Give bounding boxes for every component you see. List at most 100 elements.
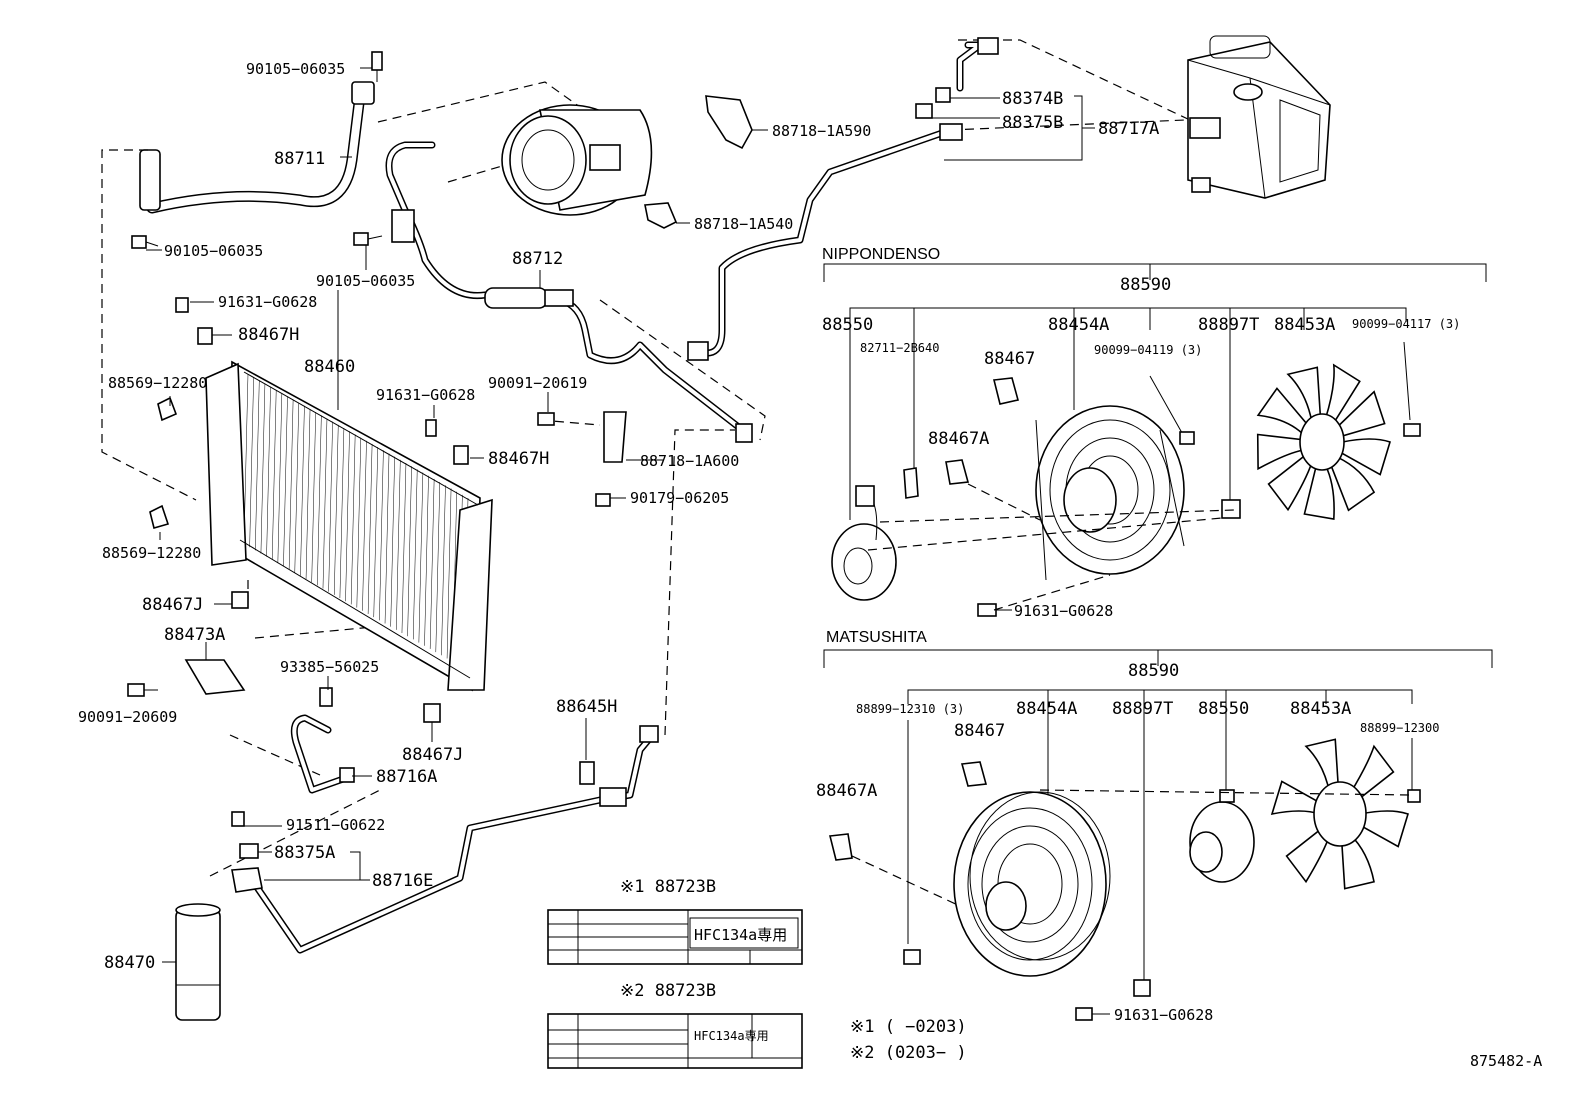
label-88569-12280-a: 88569−12280 [108, 374, 207, 392]
condenser-fin [339, 428, 345, 599]
ms-label-88550: 88550 [1198, 699, 1249, 719]
condenser-fin [429, 478, 435, 649]
note1-plate-title: ※1 88723B [620, 877, 716, 897]
discharge-hose-88711 [139, 51, 383, 214]
matsushita-header: MATSUSHITA [826, 629, 927, 646]
dashed-guides [101, 39, 1191, 877]
condenser-fin [328, 421, 333, 592]
condenser-fin [418, 472, 424, 643]
label-88718-1A600: 88718−1A600 [640, 452, 739, 470]
nd-label-82711-2B640: 82711−2B640 [860, 341, 939, 355]
nippondenso-header: NIPPONDENSO [822, 246, 940, 263]
bracket-88718-1A590 [705, 95, 753, 150]
condenser-fin [249, 377, 254, 548]
matsushita-fan-blade [1349, 744, 1395, 802]
condenser-fin [379, 450, 384, 621]
label-88718-1A540: 88718−1A540 [694, 215, 793, 233]
condenser-fin [334, 424, 339, 595]
condenser-fin [435, 482, 441, 653]
condenser-fin [384, 453, 390, 624]
label-90105-06035-left: 90105−06035 [164, 242, 263, 260]
label-90105-06035-top: 90105−06035 [246, 60, 345, 78]
pipe-88716E [231, 725, 659, 954]
nippondenso-fan-blade [1256, 387, 1309, 436]
nippondenso-fan-blade [1286, 366, 1322, 423]
condenser-fin [401, 463, 407, 634]
nd-assembly-88590: 88590 [1120, 275, 1171, 295]
label-91631-G0628-b: 91631−G0628 [376, 386, 475, 404]
nd-label-88453A: 88453A [1274, 315, 1335, 335]
condenser-fin [373, 447, 378, 618]
note-1-range: ※1 ( −0203) [850, 1017, 967, 1037]
ms-label-88467A: 88467A [816, 781, 877, 801]
matsushita-fan-blade [1270, 780, 1323, 816]
condenser-fin [305, 408, 311, 579]
condenser-fin [345, 431, 350, 602]
label-88569-12280-b: 88569−12280 [102, 544, 201, 562]
condenser-fin [277, 393, 283, 564]
condenser-fin [424, 475, 429, 646]
evaporator-unit [1187, 35, 1331, 199]
ms-assembly-88590: 88590 [1128, 661, 1179, 681]
matsushita-fan-blade [1357, 810, 1409, 848]
ms-label-88897T: 88897T [1112, 699, 1173, 719]
condenser-fin [356, 437, 362, 608]
nd-label-88467: 88467 [984, 349, 1035, 369]
condenser-fin [255, 380, 260, 551]
label-88716A: 88716A [376, 767, 437, 787]
condenser-88460 [205, 360, 493, 692]
nd-label-88467A: 88467A [928, 429, 989, 449]
note2-plate-title: ※2 88723B [620, 981, 716, 1001]
bolt-90105-left [131, 235, 159, 249]
nippondenso-fan-blade [1324, 363, 1361, 424]
diagram-id: 875482-A [1470, 1052, 1542, 1070]
condenser-fin [362, 440, 367, 611]
condenser-fin [271, 389, 277, 560]
condenser-fin [288, 399, 294, 570]
condenser-fin [300, 405, 305, 576]
label-88467H-b: 88467H [488, 449, 549, 469]
condenser-fin [317, 415, 322, 586]
ms-label-88454A: 88454A [1016, 699, 1077, 719]
condenser-fin [294, 402, 300, 573]
labels-nippondenso: NIPPONDENSO 88590 88550 82711−2B640 8845… [822, 246, 1460, 620]
matsushita-fan-blade [1304, 738, 1340, 795]
condenser-fin [350, 434, 356, 605]
plate-2-text: HFC134a専用 [694, 1029, 769, 1043]
ms-label-88899-12300: 88899−12300 [1360, 721, 1439, 735]
nd-label-88550: 88550 [822, 315, 873, 335]
compressor [501, 104, 653, 216]
condenser-fin [412, 469, 418, 640]
label-88711: 88711 [274, 149, 325, 169]
label-91511-G0622: 91511−G0622 [286, 816, 385, 834]
note-2-range: ※2 (0203− ) [850, 1043, 967, 1063]
label-88467H-a: 88467H [238, 325, 299, 345]
condenser-fin [322, 418, 328, 589]
label-88473A: 88473A [164, 625, 225, 645]
plate-1-text: HFC134a専用 [694, 926, 787, 944]
leader-lines-left [144, 67, 1095, 963]
matsushita-fan-blade [1285, 826, 1331, 884]
label-88375A: 88375A [274, 843, 335, 863]
label-90091-20619: 90091−20619 [488, 374, 587, 392]
nippondenso-fan-blade [1336, 390, 1386, 438]
label-91631-G0628-a: 91631−G0628 [218, 293, 317, 311]
nippondenso-fan-blade [1256, 433, 1304, 471]
label-88717A: 88717A [1098, 119, 1159, 139]
nd-label-90099-04117: 90099−04117 (3) [1352, 317, 1460, 331]
label-90179-06205: 90179−06205 [630, 489, 729, 507]
nippondenso-fan-blade [1329, 456, 1376, 512]
condenser-fin [266, 386, 271, 557]
label-90105-06035-mid: 90105−06035 [316, 272, 415, 290]
bracket-88718-1A540 [644, 202, 678, 229]
labels-matsushita: MATSUSHITA 88590 88899−12310 (3) 88454A … [816, 629, 1439, 1024]
nippondenso-fan-blade [1267, 454, 1313, 512]
label-88716E: 88716E [372, 871, 433, 891]
nippondenso-group [823, 263, 1487, 617]
nd-label-88897T: 88897T [1198, 315, 1259, 335]
condenser-fin [396, 459, 401, 630]
condenser-fin [260, 383, 266, 554]
label-90091-20609: 90091−20609 [78, 708, 177, 726]
label-93385-56025: 93385−56025 [280, 658, 379, 676]
